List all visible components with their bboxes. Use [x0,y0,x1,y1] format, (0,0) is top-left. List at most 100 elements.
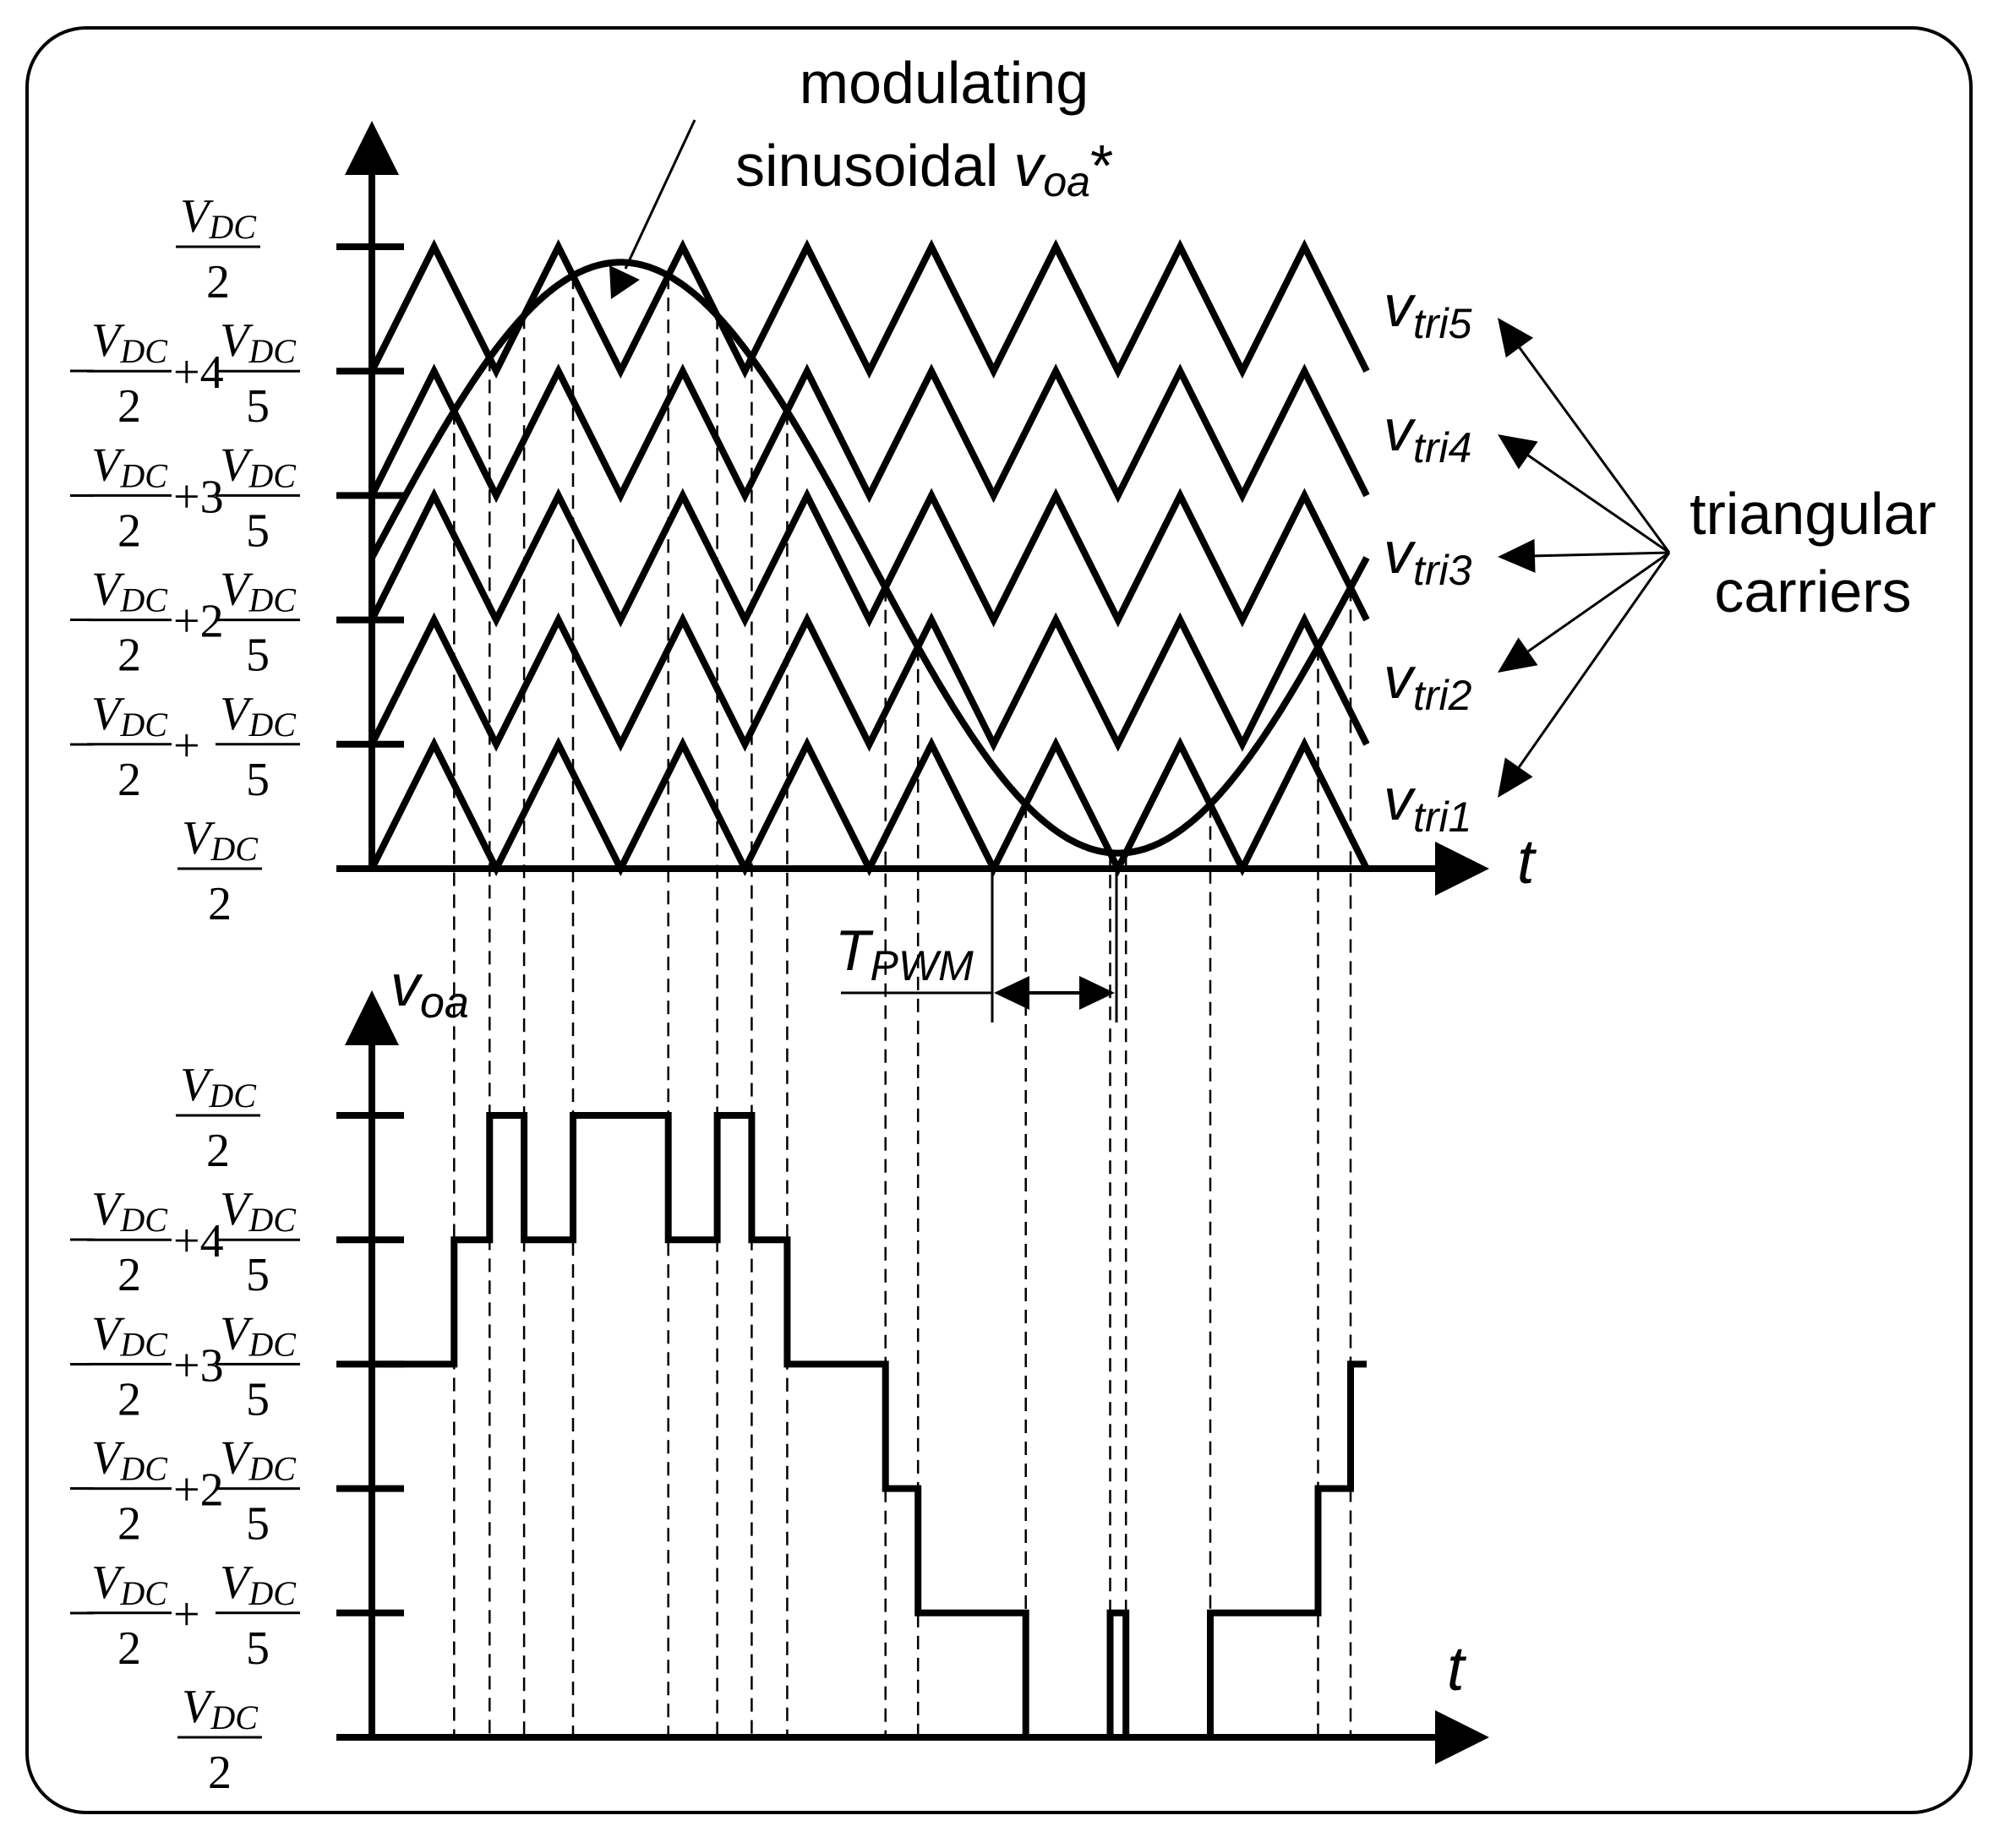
carrier-pointer-line-tri4 [1527,454,1670,554]
top-level-label-5: VDC 2 [176,190,260,308]
fraction-numerator: VDC [182,812,259,868]
tpwm-label: TPWM [835,919,974,989]
carrier-tri5 [368,239,1370,379]
fraction-numerator: VDC [180,1059,257,1115]
carrier-pointer-line-tri5 [1518,346,1671,553]
output-staircase-waveform [372,1112,1367,1741]
fraction-denominator: 2 [208,1747,232,1799]
tpwm-right-arrowhead [1079,976,1115,1010]
fraction-numerator: VDC [91,314,168,370]
coefficient: + [173,1589,200,1641]
modulating-pointer-line [624,119,696,270]
fraction2-denominator: 5 [246,630,270,682]
fraction2-denominator: 5 [246,504,270,557]
fraction2-numerator: VDC [220,1183,297,1239]
carrier-label-tri1: vtri1 [1384,766,1471,841]
coefficient: +3 [173,471,224,523]
fraction2-numerator: VDC [220,564,297,619]
top-level-labels: VDC2−VDC2+4VDC5−VDC2+3VDC5−VDC2+2VDC5−VD… [68,190,300,930]
fraction-denominator: 2 [117,630,141,682]
modulating-sine-wave [368,259,1370,857]
fraction-denominator: 2 [117,504,141,557]
fraction2-denominator: 5 [246,380,270,433]
carrier-pointer-arrowhead-tri5 [1498,318,1534,358]
fraction-numerator: VDC [91,439,168,494]
tpwm-left-arrowhead [994,976,1029,1010]
bottom-level-labels: VDC2−VDC2+4VDC5−VDC2+3VDC5−VDC2+2VDC5−VD… [68,1059,300,1799]
carriers-annotation: triangular carriers [1498,318,1936,798]
fraction2-denominator: 5 [246,1622,270,1675]
fraction-denominator: 2 [208,878,232,930]
coefficient: +3 [173,1339,224,1392]
fraction-numerator: VDC [182,1681,259,1736]
coefficient: + [173,720,200,772]
carrier-tri3 [368,488,1370,628]
fraction2-numerator: VDC [220,439,297,494]
fraction-denominator: 2 [206,256,230,308]
fraction2-denominator: 5 [246,1373,270,1426]
carrier-tri4 [368,363,1370,504]
fraction-numerator: VDC [91,688,168,744]
fraction-denominator: 2 [117,754,141,806]
carriers-label-line1: triangular [1690,481,1936,547]
fraction2-numerator: VDC [220,1556,297,1612]
top-x-axis-arrow [1435,842,1489,896]
frame-border [25,26,1973,1814]
fraction-denominator: 2 [117,1622,141,1675]
fraction-numerator: VDC [91,1183,168,1239]
coefficient: +2 [173,596,224,648]
fraction-denominator: 2 [206,1125,230,1177]
fraction2-denominator: 5 [246,1498,270,1551]
fraction-numerator: VDC [91,564,168,619]
coefficient: +2 [173,1464,224,1517]
fraction-numerator: VDC [180,190,257,246]
fraction2-numerator: VDC [220,688,297,744]
triangular-carriers [368,239,1370,876]
bottom-y-axis-arrow [345,990,399,1045]
carrier-label-tri5: vtri5 [1384,273,1472,347]
fraction-denominator: 2 [117,1249,141,1301]
fraction-denominator: 2 [117,1498,141,1551]
carrier-label-tri3: vtri3 [1384,520,1472,594]
fraction2-numerator: VDC [220,1432,297,1488]
bottom-level-label-5: VDC 2 [176,1059,260,1177]
bottom-time-axis-label: t [1447,1633,1467,1704]
carrier-pointer-arrowhead-tri3 [1498,538,1536,573]
fraction2-denominator: 5 [246,754,270,806]
carrier-pointer-line-tri3 [1534,551,1670,558]
tpwm-dimension: TPWM [835,869,1118,1022]
top-y-axis-arrow [345,121,399,175]
fraction2-numerator: VDC [220,314,297,370]
carrier-tri2 [368,612,1370,752]
top-time-axis-label: t [1517,826,1537,897]
fraction-denominator: 2 [117,380,141,433]
switching-instant-dashes [453,275,1352,1737]
carrier-pointer-arrowhead-tri2 [1498,637,1538,673]
carrier-pointer-arrowhead-tri1 [1498,757,1533,798]
output-voltage-label: voa [390,952,469,1028]
carrier-pointer-arrowhead-tri4 [1498,434,1538,470]
carrier-plot [336,121,1489,896]
coefficient: +4 [173,346,224,399]
fraction-denominator: 2 [117,1373,141,1426]
carrier-pointer-line-tri2 [1527,551,1670,653]
fraction-numerator: VDC [91,1556,168,1612]
fraction-numerator: VDC [91,1307,168,1363]
fraction2-numerator: VDC [220,1307,297,1363]
fraction2-denominator: 5 [246,1249,270,1301]
bottom-x-axis-arrow [1435,1710,1489,1764]
coefficient: +4 [173,1215,224,1267]
carriers-label-line2: carriers [1714,559,1911,624]
